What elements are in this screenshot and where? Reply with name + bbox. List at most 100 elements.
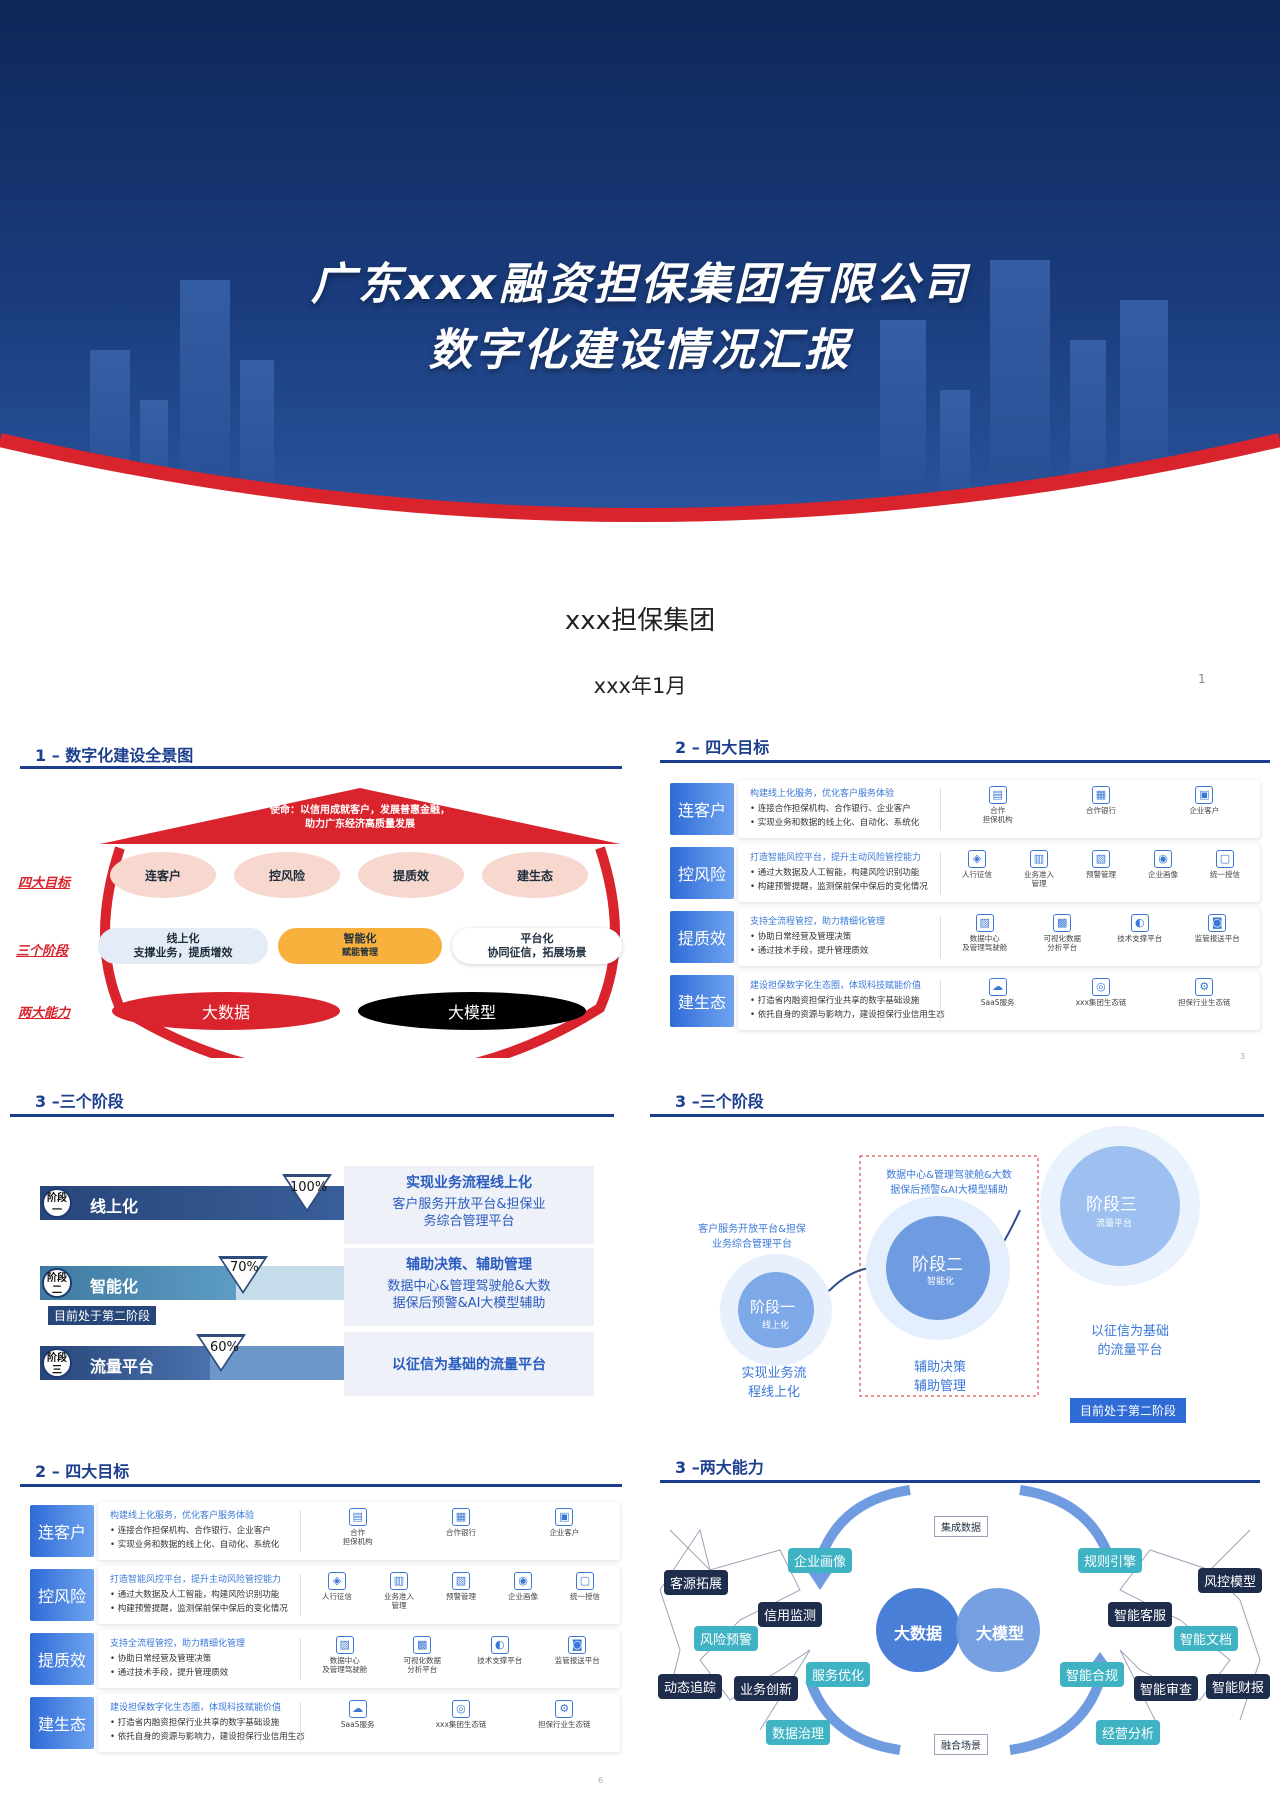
goal-divider bbox=[940, 916, 941, 958]
capability-node: 风险预警 bbox=[694, 1626, 759, 1651]
capability-node: 业务创新 bbox=[734, 1676, 799, 1701]
goal-icon-label: 人行征信 bbox=[322, 1592, 352, 1601]
capability-node: 数据治理 bbox=[766, 1720, 831, 1745]
goal-headline: 建设担保数字化生态圈，体现科技赋能价值 bbox=[110, 1703, 282, 1713]
stages-bar-slide: 3 –三个阶段 阶段 一 线上化 100% 实现业务流程线上化 客户服务开放平台… bbox=[0, 1070, 640, 1430]
goal-feature-icon: ▤ bbox=[988, 786, 1007, 804]
section-rule bbox=[660, 1480, 1260, 1483]
stage-curve bbox=[719, 1126, 1200, 1397]
section-title: 3 –两大能力 bbox=[675, 1458, 764, 1477]
goal-icon-label: SaaS服务 bbox=[980, 998, 1015, 1007]
section-rule bbox=[660, 760, 1270, 763]
goal-oval: 提质效 bbox=[358, 852, 464, 898]
goal-feature-icon: ▩ bbox=[413, 1636, 432, 1654]
goal-oval: 建生态 bbox=[482, 852, 588, 898]
capability-node: 风控模型 bbox=[1198, 1568, 1263, 1593]
goal-tag: 连客户 bbox=[670, 783, 734, 835]
capability-node: 客源拓展 bbox=[664, 1570, 729, 1595]
goal-feature-icon: ◐ bbox=[1130, 914, 1149, 932]
goal-feature-icon: ▧ bbox=[1092, 850, 1110, 868]
section-rule bbox=[650, 1114, 1264, 1117]
stage-pill: 线上化 支撑业务，提质增效 bbox=[98, 928, 268, 964]
stage-percent: 70% bbox=[230, 1260, 259, 1275]
goal-oval: 连客户 bbox=[110, 852, 216, 898]
goal-bullet: • 依托自身的资源与影响力，建设担保行业信用生态 bbox=[750, 1010, 945, 1020]
mission-text: 使命：以信用成就客户，发展普惠金融， 助力广东经济高质量发展 bbox=[210, 804, 510, 832]
cover-date: xxx年1月 bbox=[593, 674, 687, 698]
goal-feature-icon: ▩ bbox=[1053, 914, 1072, 932]
cover-org: xxx担保集团 bbox=[564, 606, 716, 636]
cover-wave bbox=[0, 433, 1280, 560]
goal-feature-icon: ▤ bbox=[348, 1508, 367, 1526]
goal-icon-label: 合作 担保机构 bbox=[982, 806, 1013, 824]
goal-icon-group: ☁SaaS服务◎xxx集团生态链⚙担保行业生态链 bbox=[306, 1698, 616, 1748]
goal-bullet: • 通过技术手段，提升管理质效 bbox=[110, 1668, 229, 1678]
stage-badge: 阶段 三 bbox=[42, 1348, 72, 1378]
capability-node: 动态追踪 bbox=[658, 1674, 723, 1699]
stage-label: 线上化 bbox=[90, 1197, 139, 1216]
goal-bullet: • 构建预警提醒，监测保前保中保后的变化情况 bbox=[750, 882, 928, 892]
progress-marker-fill bbox=[200, 1337, 242, 1369]
goal-headline: 打造智能风控平台，提升主动风险管控能力 bbox=[750, 853, 922, 863]
goal-card: 构建线上化服务，优化客户服务体验• 连接合作担保机构、合作银行、企业客户• 实现… bbox=[738, 780, 1260, 838]
goal-feature-icon: ◈ bbox=[968, 850, 986, 868]
goal-tag: 建生态 bbox=[670, 975, 734, 1027]
goal-icon-item: ◙监管报送平台 bbox=[1186, 912, 1248, 962]
goal-icon-item: ◎xxx集团生态链 bbox=[1070, 976, 1132, 1026]
goal-icon-item: ▥业务准入 管理 bbox=[1008, 848, 1070, 898]
goal-headline: 支持全流程管控，助力精细化管理 bbox=[110, 1639, 246, 1649]
goal-icon-item: ▨数据中心 及管理驾驶舱 bbox=[954, 912, 1016, 962]
goal-feature-icon: ▥ bbox=[1030, 850, 1048, 868]
row-label-stages: 三个阶段 bbox=[16, 944, 69, 959]
goal-icon-item: ⚙担保行业生态链 bbox=[533, 1698, 595, 1748]
section-rule bbox=[10, 1114, 614, 1117]
goal-divider bbox=[940, 980, 941, 1022]
goal-row: 建生态建设担保数字化生态圈，体现科技赋能价值• 打造省内融资担保行业共享的数字基… bbox=[30, 1694, 620, 1752]
cover-title-line2: 数字化建设情况汇报 bbox=[428, 325, 852, 376]
stage-pill: 平台化 协同征信，拓展场景 bbox=[452, 928, 622, 964]
section-rule bbox=[20, 766, 622, 769]
goal-row: 连客户构建线上化服务，优化客户服务体验• 连接合作担保机构、合作银行、企业客户•… bbox=[670, 780, 1260, 838]
goal-bullet: • 打造省内融资担保行业共享的数字基础设施 bbox=[750, 996, 920, 1006]
stage-label: 智能化 bbox=[90, 1277, 139, 1296]
goal-bullet: • 连接合作担保机构、合作银行、企业客户 bbox=[110, 1526, 271, 1536]
stage-percent: 60% bbox=[210, 1340, 239, 1355]
goals-slide-2: 2 – 四大目标 连客户构建线上化服务，优化客户服务体验• 连接合作担保机构、合… bbox=[0, 1430, 640, 1800]
goal-tag: 控风险 bbox=[30, 1569, 94, 1621]
goal-row: 建生态建设担保数字化生态圈，体现科技赋能价值• 打造省内融资担保行业共享的数字基… bbox=[670, 972, 1260, 1030]
goal-icon-label: 企业客户 bbox=[549, 1528, 580, 1537]
goal-icon-label: 预警管理 bbox=[446, 1592, 476, 1601]
page-number: 3 bbox=[1240, 1052, 1246, 1061]
goal-icon-label: 担保行业生态链 bbox=[1178, 998, 1231, 1007]
goal-tag: 连客户 bbox=[30, 1505, 94, 1557]
goal-icon-label: 技术支撑平台 bbox=[477, 1656, 523, 1665]
goal-icon-item: ◈人行征信 bbox=[306, 1570, 368, 1620]
cycle-label: 融合场景 bbox=[934, 1734, 988, 1755]
section-title: 3 –三个阶段 bbox=[35, 1092, 124, 1111]
goal-feature-icon: ◐ bbox=[490, 1636, 509, 1654]
capability-node: 智能合规 bbox=[1060, 1662, 1125, 1687]
goal-feature-icon: ▨ bbox=[335, 1636, 354, 1654]
stage-pill-sub: 赋能管理 bbox=[341, 948, 378, 958]
goal-tag: 控风险 bbox=[670, 847, 734, 899]
goal-icon-item: ▥业务准入 管理 bbox=[368, 1570, 430, 1620]
panorama-slide: 1 – 数字化建设全景图 使命：以信用成就客户，发展普惠金融， 助力广东经济高质… bbox=[0, 700, 640, 1070]
goal-icon-group: ▤合作 担保机构▦合作银行▣企业客户 bbox=[946, 784, 1256, 834]
goal-feature-icon: ▧ bbox=[452, 1572, 470, 1590]
goal-row: 提质效支持全流程管控，助力精细化管理• 协助日常经营及管理决策• 通过技术手段，… bbox=[30, 1630, 620, 1688]
goal-feature-icon: ◉ bbox=[1154, 850, 1172, 868]
goal-divider bbox=[940, 852, 941, 894]
stage-badge: 阶段 二 bbox=[42, 1268, 72, 1298]
capability-center: 大数据 bbox=[894, 1624, 943, 1643]
goal-icon-item: ▨数据中心 及管理驾驶舱 bbox=[314, 1634, 376, 1684]
goal-bullet: • 依托自身的资源与影响力，建设担保行业信用生态 bbox=[110, 1732, 305, 1742]
section-title: 2 – 四大目标 bbox=[675, 738, 770, 757]
section-title: 2 – 四大目标 bbox=[35, 1462, 130, 1481]
stage-pill-title: 平台化 bbox=[520, 932, 554, 945]
goal-icon-item: ▤合作 担保机构 bbox=[327, 1506, 389, 1556]
stage-panel: 实现业务流程线上化 客户服务开放平台&担保业 务综合管理平台 bbox=[344, 1166, 594, 1244]
goal-feature-icon: ◙ bbox=[568, 1636, 587, 1654]
goal-icon-label: 预警管理 bbox=[1086, 870, 1116, 879]
stage-circle-name: 阶段二 bbox=[912, 1255, 963, 1275]
goal-icon-label: 监管报送平台 bbox=[1194, 934, 1240, 943]
